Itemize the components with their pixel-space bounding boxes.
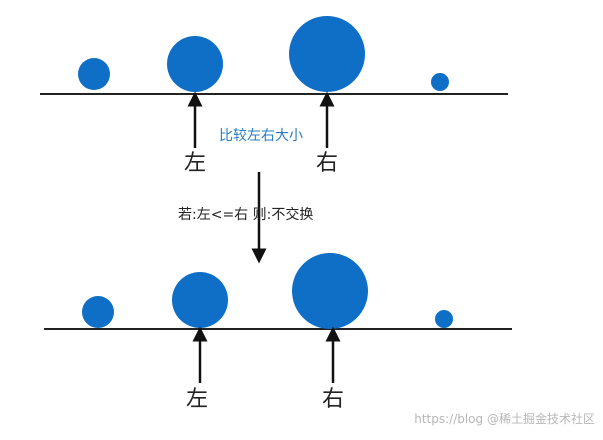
transition-label: 若:左<=右 则:不交换 <box>178 206 313 223</box>
step-1-item-2 <box>167 36 223 92</box>
step-2-left-label: 左 <box>186 387 208 412</box>
transition: 若:左<=右 则:不交换 <box>178 172 313 264</box>
watermark-brand: @稀土掘金技术社区 <box>486 412 595 426</box>
step-1-caption: 比较左右大小 <box>219 128 303 144</box>
step-1-left-pointer: 左 <box>184 91 206 176</box>
step-2-item-4 <box>435 310 453 328</box>
step-1-item-4 <box>431 73 449 91</box>
step-1-left-label: 左 <box>184 151 206 176</box>
watermark: https://blog @稀土掘金技术社区 <box>414 410 595 427</box>
step-2-item-2 <box>172 272 228 328</box>
step-2-item-3 <box>292 253 368 329</box>
step-1-right-pointer: 右 <box>316 91 338 176</box>
step-1-right-label: 右 <box>316 151 338 176</box>
step-2-item-1 <box>82 296 114 328</box>
step-2: 左 右 <box>44 253 512 412</box>
step-2-right-label: 右 <box>322 387 344 412</box>
step-1: 左 右 比较左右大小 <box>40 16 508 176</box>
step-1-item-1 <box>78 58 110 90</box>
step-2-right-pointer: 右 <box>322 326 344 412</box>
step-2-left-pointer: 左 <box>186 326 208 412</box>
step-1-item-3 <box>289 16 365 92</box>
watermark-url: https://blog <box>414 412 484 426</box>
